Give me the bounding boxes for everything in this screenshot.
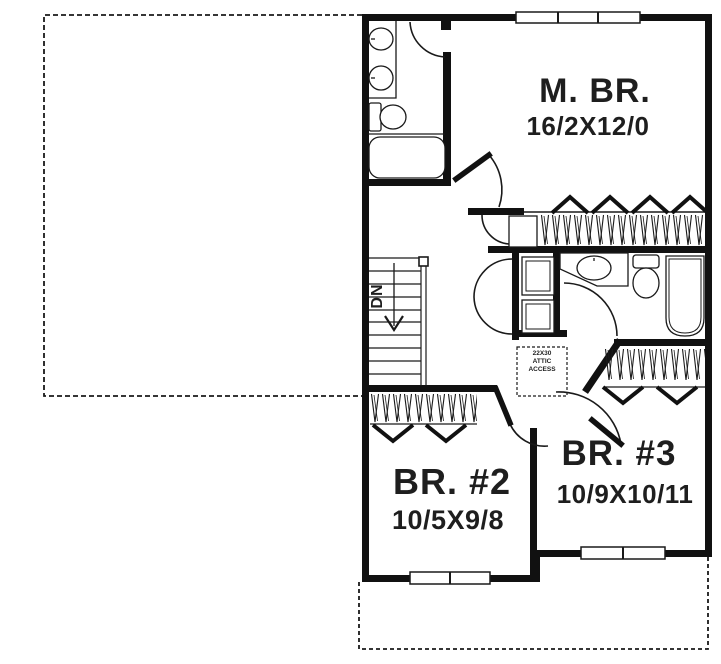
sink-icon	[368, 65, 394, 91]
master-bedroom-label: M. BR.	[539, 72, 651, 110]
hall-bath	[559, 252, 705, 337]
stairs	[369, 256, 429, 386]
attic-access-label: 22X30 ATTIC ACCESS	[516, 350, 568, 374]
bathtub-icon	[665, 255, 705, 337]
bedroom3-label: BR. #3	[561, 434, 677, 473]
closet-fills	[370, 211, 705, 425]
vanity-counter	[369, 21, 397, 99]
attic-access-box	[516, 346, 568, 397]
master-bedroom-dimensions: 16/2X12/0	[526, 111, 650, 141]
master-bedroom-door-leaf	[452, 151, 493, 183]
master-bath	[368, 21, 446, 179]
toilet-bowl-icon	[632, 267, 660, 299]
sink-icon	[368, 27, 394, 51]
linen-door-arc	[473, 296, 513, 335]
bathtub-icon	[368, 136, 446, 179]
lower-floor-outline-left	[43, 14, 362, 397]
window-bedroom-3	[580, 546, 666, 560]
window-master-bedroom	[515, 11, 641, 24]
bedroom3-door-leaf	[588, 416, 625, 448]
bedroom2-label: BR. #2	[392, 461, 512, 502]
stairs-down-label: DN	[369, 283, 386, 309]
bedroom2-dimensions: 10/5X9/8	[391, 505, 505, 535]
windows	[409, 11, 666, 585]
door-swings	[409, 21, 622, 447]
door-leaves	[452, 151, 625, 448]
bedroom3-door-arc	[555, 391, 622, 445]
linen-door-arc	[473, 258, 513, 298]
toilet-tank-icon	[632, 254, 660, 269]
master-bath-door-arc	[409, 21, 446, 58]
attic-access-word2: ACCESS	[528, 366, 556, 374]
toilet-tank-icon	[368, 102, 382, 132]
bedroom3-closet-fill	[604, 348, 705, 382]
bedroom2-door-leaf	[492, 385, 514, 427]
master-closet-door-arc	[481, 214, 510, 245]
hall-bath-door-arc	[563, 282, 618, 337]
sink-icon	[576, 255, 612, 281]
master-bedroom-door-arc	[488, 154, 503, 208]
down-arrow-head	[384, 315, 404, 333]
attic-access-word1: ATTIC	[532, 358, 552, 366]
attic-access-size: 22X30	[532, 350, 552, 357]
bedroom3-dimensions: 10/9X10/11	[556, 479, 694, 509]
window-bedroom-2	[409, 571, 491, 585]
master-closet-fill	[540, 214, 705, 247]
toilet-bowl-icon	[379, 104, 407, 130]
lower-floor-outline-bottom	[358, 557, 709, 650]
master-closet-cabinet	[508, 215, 538, 248]
bedroom2-door-arc	[509, 423, 549, 447]
bifold-door-symbols	[371, 194, 710, 444]
bedroom2-closet-fill	[370, 393, 477, 424]
linen-closet	[521, 256, 555, 334]
